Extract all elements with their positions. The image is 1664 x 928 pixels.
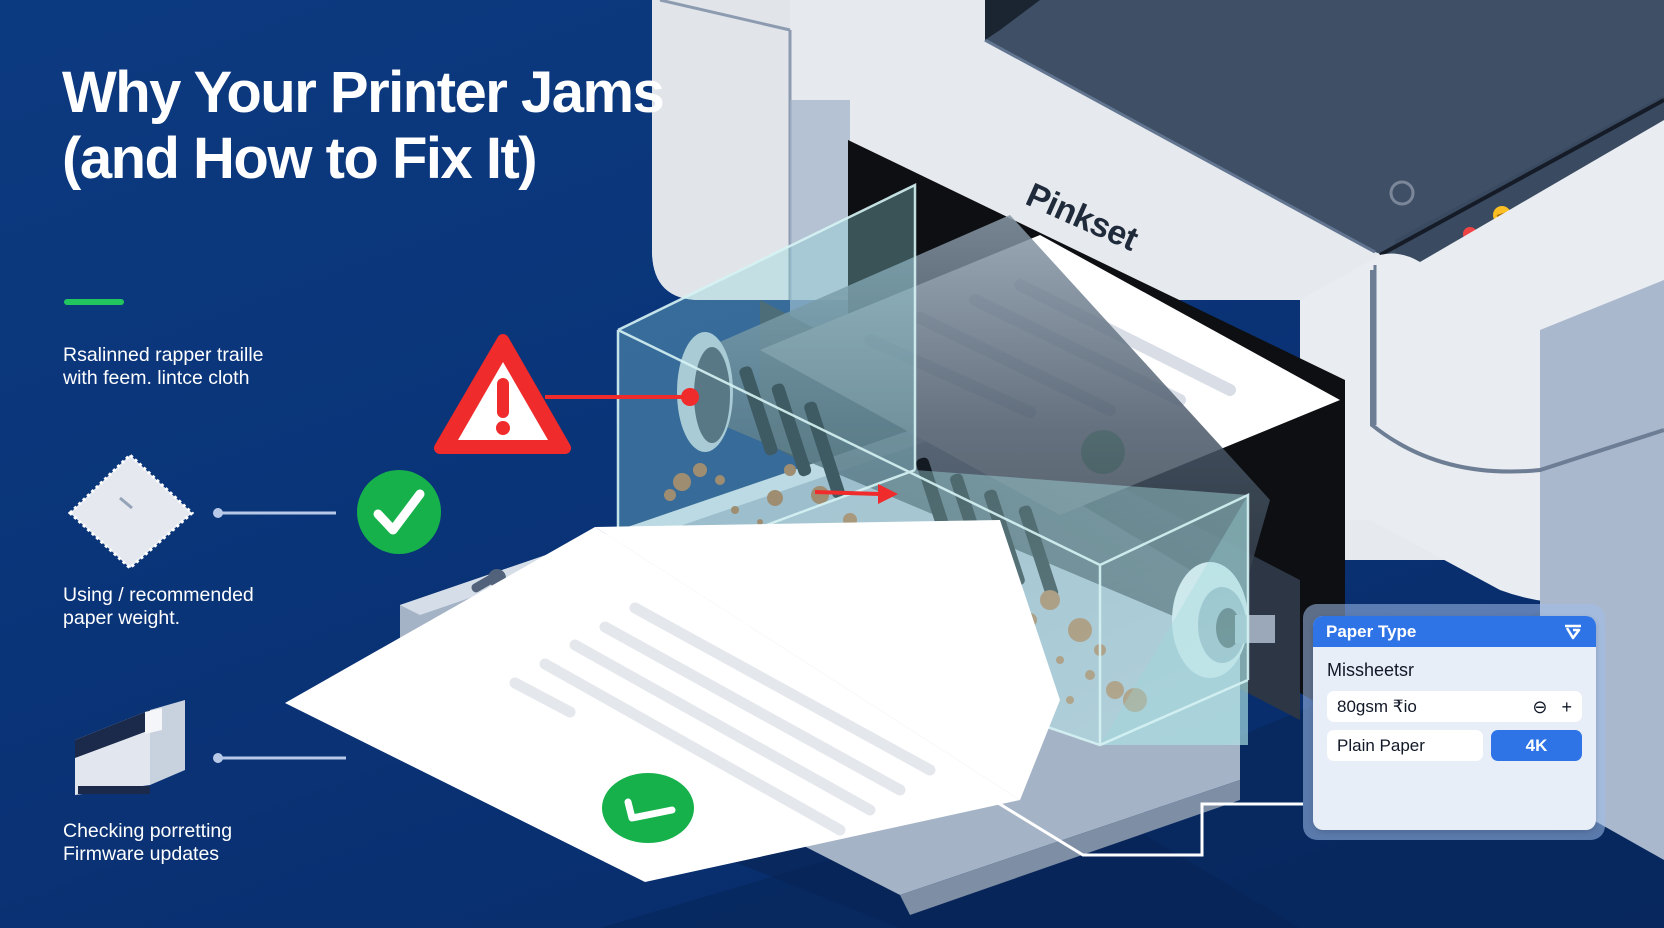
arrow-right-icon [878,484,898,504]
cleaning-cloth-icon [67,452,195,571]
panel-title: Paper Type [1326,621,1417,641]
panel-subtitle: Missheetsr [1327,660,1415,680]
accent-divider [64,299,124,305]
power-button-icon [1389,180,1415,206]
media-type-field[interactable]: Plain Paper [1327,730,1483,761]
tip-text-line: Rsalinned rapper traille [63,344,264,366]
paper-check-badge-icon [602,773,694,843]
paper-type-panel: Paper Type Missheetsr 80gsm ₹io ⊖ + Plai… [1313,616,1596,830]
quality-4k-button[interactable]: 4K [1491,730,1582,761]
page-title: Why Your Printer Jams (and How to Fix It… [62,60,665,192]
media-type-value: Plain Paper [1337,735,1425,755]
panel-connector-line [984,793,1303,857]
check-circle-icon [357,470,441,554]
tip-firmware: Checking porretting Firmware updates [63,820,232,866]
tip-text-line: Checking porretting [63,820,233,842]
title-line-1: Why Your Printer Jams [62,60,665,125]
warning-triangle-icon [434,334,571,454]
printer-icon [75,700,185,795]
dropdown-filter-icon[interactable] [1563,623,1583,641]
tip-text-line: Firmware updates [63,843,220,865]
panel-header[interactable]: Paper Type [1313,616,1596,647]
tip-text-line: paper weight. [63,607,181,629]
decrement-button[interactable]: ⊖ [1532,696,1548,717]
tip-text-line: Using / recommended [63,584,254,606]
tip-text-line: with feem. lintce cloth [63,367,250,389]
weight-stepper: ⊖ + [1532,698,1572,716]
increment-button[interactable]: + [1561,696,1572,717]
paper-weight-field[interactable]: 80gsm ₹io ⊖ + [1327,691,1582,722]
tip-paper-weight: Using / recommended paper weight. [63,584,254,630]
tip-cleaning: Rsalinned rapper traille with feem. lint… [63,344,264,390]
title-line-2: (and How to Fix It) [62,126,538,191]
paper-weight-value: 80gsm ₹io [1337,696,1417,716]
